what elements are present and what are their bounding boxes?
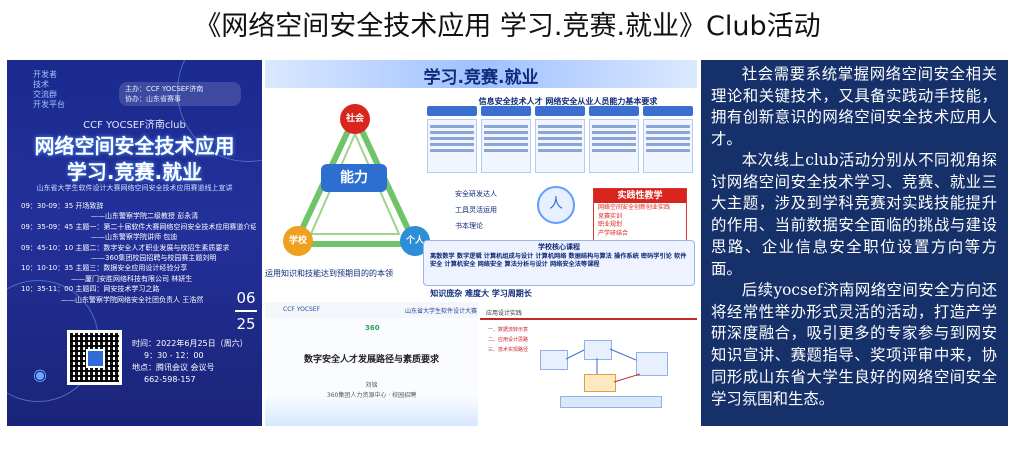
practice-title: 实践性教学 xyxy=(594,189,686,203)
infographic-banner xyxy=(265,60,697,88)
paragraph-2: 本次线上club活动分别从不同视角探讨网络空间安全技术学习、竞赛、就业三大主题，… xyxy=(711,151,997,278)
agenda-line: 10：10-10：35 主题三：数据安全应用设计经验分享 xyxy=(21,264,188,273)
decor-wave xyxy=(265,396,478,426)
poster-title-line1: 网络空间安全技术应用 xyxy=(34,134,235,158)
poster-tag: 技术 xyxy=(33,80,49,89)
poster-tag: 开发平台 xyxy=(33,100,65,109)
requirements-columns xyxy=(427,106,693,182)
host-line: 协办：山东省赛事 xyxy=(125,95,181,103)
requirement-column xyxy=(589,106,639,182)
qr-code xyxy=(67,330,122,385)
practice-item: 网络空间安全创新创业实践 xyxy=(598,204,671,211)
middle-label: 安全研发达人 xyxy=(455,190,497,198)
flow-bar xyxy=(560,396,662,408)
agenda-line: ——山东警察学院讲师 包迪 xyxy=(91,233,178,242)
middle-labels: 安全研发达人 工具灵活运用 书本理论 xyxy=(455,186,497,234)
agenda-line: 10：35-11：00 主题四：网安技术学习之路 xyxy=(21,285,160,294)
agenda-line: ——360集团校园招聘与校园赛主题刘明 xyxy=(91,254,217,263)
wifi-icon: ◉ xyxy=(33,365,47,384)
slide-header: 应用设计实践 xyxy=(486,310,523,317)
triangle-caption: 运用知识和技能达到预期目的的本领 xyxy=(265,269,393,278)
event-poster: 开发者 技术 交流群 开发平台 主办：CCF YOCSEF济南 协办：山东省赛事… xyxy=(7,60,262,426)
agenda-line: 09：30-09：35 开场致辞 xyxy=(21,202,104,210)
middle-label: 书本理论 xyxy=(455,222,483,230)
flow-arrows xyxy=(565,348,641,383)
logo-ccf: CCF YOCSEF xyxy=(283,306,321,313)
host-line: 主办：CCF YOCSEF济南 xyxy=(125,85,204,93)
practice-item: 竞赛实训 xyxy=(598,212,623,220)
poster-tag: 交流群 xyxy=(33,90,57,99)
date-day: 25 xyxy=(236,315,256,333)
agenda-line: ——山东警察学院网络安全社团负责人 王浩然 xyxy=(61,295,204,304)
agenda-line: ——厦门安胜网络科技有限公司 林妍生 xyxy=(71,274,193,283)
skills-infographic: 学习.竞赛.就业 社会 学校 个人 能力 运用知识和技能达到预期目的的本领 信息… xyxy=(265,60,697,300)
slide-app-design: 应用设计实践 一、数据流转示意 二、应用设计思路 三、技术实现路径 xyxy=(480,302,697,426)
meeting-line: 时间：2022年6月25日（周六） xyxy=(132,339,248,348)
slide-org: 360集团人力资源中心 · 校园招聘 xyxy=(265,390,478,399)
poster-subtitle: 山东省大学生软件设计大赛网络空间安全技术应用赛道线上宣讲 xyxy=(36,184,233,192)
flow-node xyxy=(584,374,616,392)
node-society: 社会 xyxy=(340,104,370,134)
slide-talent-path: CCF YOCSEF 山东省大学生软件设计大赛 360 数字安全人才发展路径与素… xyxy=(265,302,478,426)
slide-author: 刘铭 xyxy=(365,382,378,389)
courses-list: 离散数学 数字逻辑 计算机组成与设计 计算机网络 数据结构与算法 操作系统 密码… xyxy=(430,253,687,268)
slide-list-item: 一、数据流转示意 xyxy=(488,327,529,333)
logo-360: 360 xyxy=(365,324,380,332)
agenda-line: ——山东警察学院二级教授 彭永清 xyxy=(91,212,199,221)
logo-contest: 山东省大学生软件设计大赛 xyxy=(405,308,478,315)
requirement-column xyxy=(481,106,531,182)
slide-list-item: 二、应用设计思路 xyxy=(488,337,529,343)
middle-label: 工具灵活运用 xyxy=(455,206,497,214)
agenda-line: 09：45-10：10 主题二：数字安全人才职业发展与校招生素质要求 xyxy=(21,243,230,252)
ability-triangle: 社会 学校 个人 能力 xyxy=(273,94,443,264)
practice-box: 实践性教学 网络空间安全创新创业实践 竞赛实训 职业规划 产学研结合 xyxy=(593,188,687,250)
requirement-column xyxy=(427,106,477,182)
core-ability: 能力 xyxy=(321,164,387,192)
poster-host: 主办：CCF YOCSEF济南 协办：山东省赛事 xyxy=(119,82,241,106)
infographic-title: 学习.竞赛.就业 xyxy=(423,68,539,88)
requirements-title: 信息安全技术人才 网络安全从业人员能力基本要求 xyxy=(478,97,658,106)
core-courses-box: 学校核心课程 离散数学 数字逻辑 计算机组成与设计 计算机网络 数据结构与算法 … xyxy=(423,240,695,286)
paragraph-3: 后续yocsef济南网络空间安全方向还将经常性举办形式灵活的活动，打造产学研深度… xyxy=(711,281,997,408)
requirement-column xyxy=(643,106,693,182)
practice-item: 产学研结合 xyxy=(598,229,629,237)
flow-node xyxy=(636,352,668,376)
courses-title: 学校核心课程 xyxy=(538,243,580,251)
slide-divider xyxy=(480,318,697,320)
poster-date: 06 25 xyxy=(235,288,257,334)
meeting-line: 662-598-157 xyxy=(144,375,196,384)
poster-agenda: 09：30-09：35 开场致辞 ——山东警察学院二级教授 彭永清 09：35-… xyxy=(21,201,256,305)
slide-list-item: 三、技术实现路径 xyxy=(488,347,529,353)
date-month: 06 xyxy=(236,289,256,307)
poster-title-line2: 学习.竞赛.就业 xyxy=(66,160,203,184)
infographic-bottom-label: 知识庞杂 难度大 学习周期长 xyxy=(430,289,532,298)
data-flow-diagram xyxy=(540,340,680,412)
meeting-app-icon xyxy=(86,349,105,368)
poster-tag: 开发者 xyxy=(33,70,57,79)
meeting-line: 9：30 - 12：00 xyxy=(144,351,204,360)
requirement-column xyxy=(535,106,585,182)
page-title: 《网络空间安全技术应用 学习.竞赛.就业》Club活动 xyxy=(194,11,821,42)
paragraph-1: 社会需要系统掌握网络空间安全相关理论和关键技术，又具备实践动手技能，拥有创新意识… xyxy=(711,65,997,149)
description-panel: 社会需要系统掌握网络空间安全相关理论和关键技术，又具备实践动手技能，拥有创新意识… xyxy=(701,60,1008,426)
practice-item: 职业规划 xyxy=(598,221,623,228)
person-icon: 人 xyxy=(537,186,575,224)
flow-node xyxy=(540,350,568,370)
meeting-info: 时间：2022年6月25日（周六） 9：30 - 12：00 地点：腾讯会议 会… xyxy=(132,338,248,386)
poster-top-left: 开发者 技术 交流群 开发平台 xyxy=(33,70,65,110)
poster-club: CCF YOCSEF济南club xyxy=(83,120,186,131)
meeting-line: 地点：腾讯会议 会议号 xyxy=(132,363,215,372)
agenda-line: 09：35-09：45 主题一：第二十届软件大赛网络空间安全技术应用赛道介绍 xyxy=(21,222,256,231)
slide-title: 数字安全人才发展路径与素质要求 xyxy=(303,355,439,365)
node-school: 学校 xyxy=(283,226,313,256)
